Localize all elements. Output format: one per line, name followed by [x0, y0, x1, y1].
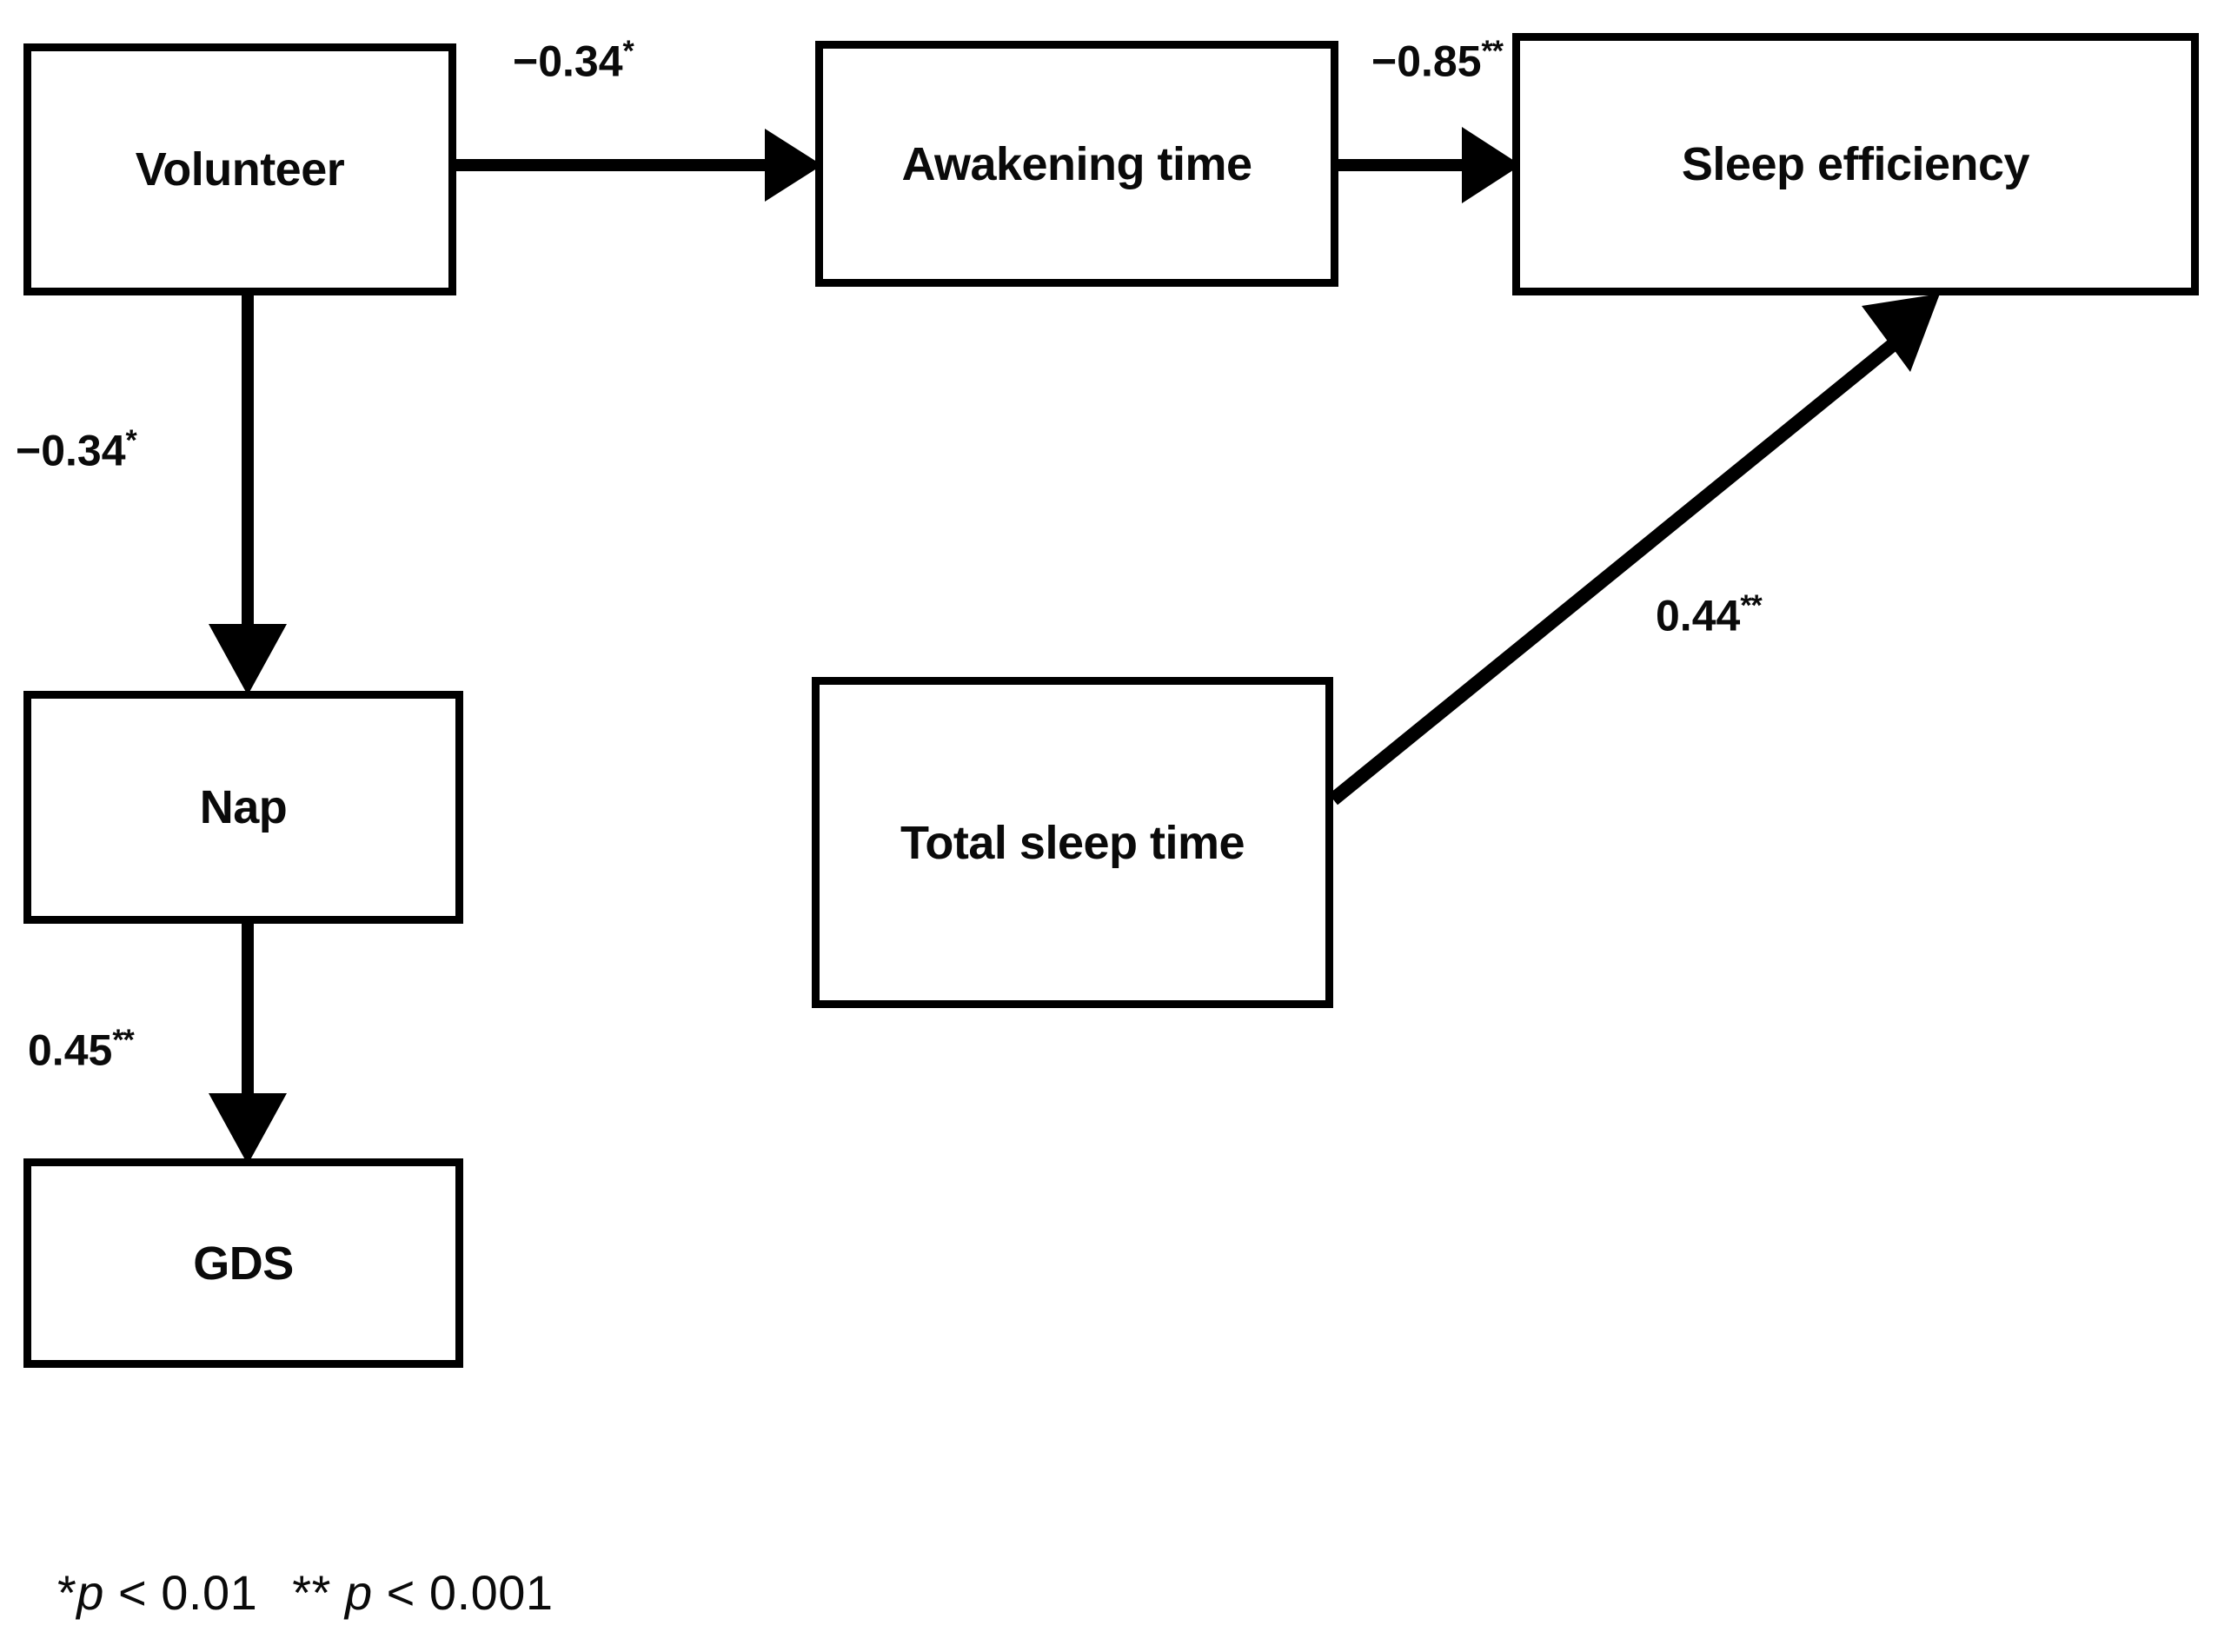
footnote-star1-text: < 0.01 — [118, 1565, 258, 1620]
edge-label-awakening-time-to-sleep-efficiency: −0.85** — [1371, 35, 1504, 86]
node-awakening-time-label: Awakening time — [901, 137, 1252, 190]
arrow-volunteer-to-nap — [209, 295, 287, 695]
arrow-volunteer-to-awakening-time — [456, 129, 822, 202]
node-gds[interactable]: GDS — [23, 1158, 463, 1368]
edge-coefficient-value: 0.45 — [28, 1025, 113, 1075]
edge-coefficient-value: −0.34 — [16, 426, 126, 475]
edge-significance-stars: * — [622, 35, 634, 68]
footnote-star1-p: p — [76, 1565, 104, 1620]
arrow-nap-to-gds — [209, 924, 287, 1164]
edge-significance-stars: * — [125, 424, 137, 457]
node-nap[interactable]: Nap — [23, 691, 463, 924]
significance-footnote: *p < 0.01** p < 0.001 — [57, 1564, 554, 1621]
node-sleep-efficiency-label: Sleep efficiency — [1681, 138, 2030, 190]
node-awakening-time[interactable]: Awakening time — [815, 41, 1338, 287]
edge-label-volunteer-to-awakening-time: −0.34* — [513, 36, 634, 83]
footnote-star2-p: p — [344, 1565, 373, 1620]
node-volunteer[interactable]: Volunteer — [23, 43, 456, 295]
node-nap-label: Nap — [199, 781, 288, 833]
arrow-total-sleep-time-to-sleep-efficiency — [1328, 294, 1940, 806]
edge-significance-stars: ** — [1740, 589, 1762, 622]
arrow-awakening-time-to-sleep-efficiency — [1338, 127, 1521, 203]
edge-label-volunteer-to-nap: −0.34* — [16, 424, 137, 475]
footnote-star2-text: < 0.001 — [386, 1565, 554, 1620]
node-total-sleep-time-label: Total sleep time — [900, 816, 1245, 869]
node-volunteer-label: Volunteer — [135, 143, 345, 196]
edge-coefficient-value: −0.85 — [1371, 36, 1482, 86]
edge-significance-stars: ** — [112, 1024, 134, 1057]
edge-label-total-sleep-time-to-sleep-efficiency: 0.44** — [1656, 589, 1763, 640]
edge-coefficient-value: −0.34 — [513, 36, 623, 86]
node-gds-label: GDS — [193, 1237, 294, 1290]
edge-coefficient-value: 0.44 — [1656, 591, 1741, 640]
node-total-sleep-time[interactable]: Total sleep time — [812, 677, 1333, 1008]
edge-label-nap-to-gds: 0.45** — [28, 1024, 135, 1075]
footnote-star2-marker: ** — [292, 1565, 331, 1620]
edge-significance-stars: ** — [1481, 35, 1504, 68]
node-sleep-efficiency[interactable]: Sleep efficiency — [1512, 33, 2199, 295]
footnote-star1-marker: * — [57, 1565, 77, 1620]
